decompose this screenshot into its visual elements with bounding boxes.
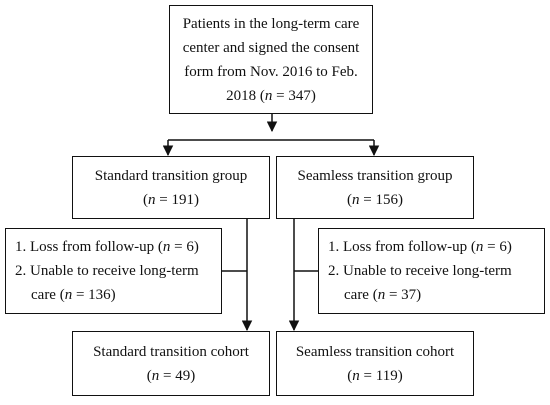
standard-group-count: (n = 191) (143, 191, 199, 208)
standard-group-box: Standard transition group (n = 191) (72, 156, 270, 219)
enrollment-line-3: form from Nov. 2016 to Feb. (184, 63, 358, 80)
standard-exclusion-item-1: 1. Loss from follow-up (n = 6) (15, 239, 199, 255)
seamless-exclusion-item-2a: 2. Unable to receive long-term (328, 263, 512, 279)
standard-exclusion-box: 1. Loss from follow-up (n = 6) 2. Unable… (5, 228, 222, 314)
seamless-group-title: Seamless transition group (297, 167, 453, 184)
standard-cohort-count: (n = 49) (146, 367, 196, 384)
seamless-cohort-box: Seamless transition cohort (n = 119) (276, 331, 474, 396)
enrollment-box: Patients in the long-term care center an… (169, 5, 373, 114)
seamless-group-count: (n = 156) (347, 191, 403, 208)
enrollment-line-2: center and signed the consent (182, 39, 360, 56)
standard-group-title: Standard transition group (94, 167, 248, 184)
standard-cohort-box: Standard transition cohort (n = 49) (72, 331, 270, 396)
seamless-exclusion-box: 1. Loss from follow-up (n = 6) 2. Unable… (318, 228, 545, 314)
seamless-exclusion-item-2b: care (n = 37) (344, 287, 422, 303)
standard-cohort-title: Standard transition cohort (93, 343, 249, 360)
enrollment-line-1: Patients in the long-term care (182, 15, 360, 32)
seamless-cohort-title: Seamless transition cohort (295, 343, 455, 360)
standard-exclusion-item-2b: care (n = 136) (31, 287, 116, 303)
seamless-exclusion-item-1: 1. Loss from follow-up (n = 6) (328, 239, 512, 255)
standard-exclusion-item-2a: 2. Unable to receive long-term (15, 263, 199, 279)
seamless-group-box: Seamless transition group (n = 156) (276, 156, 474, 219)
seamless-cohort-count: (n = 119) (347, 367, 403, 384)
enrollment-line-4: 2018 (n = 347) (226, 87, 316, 104)
